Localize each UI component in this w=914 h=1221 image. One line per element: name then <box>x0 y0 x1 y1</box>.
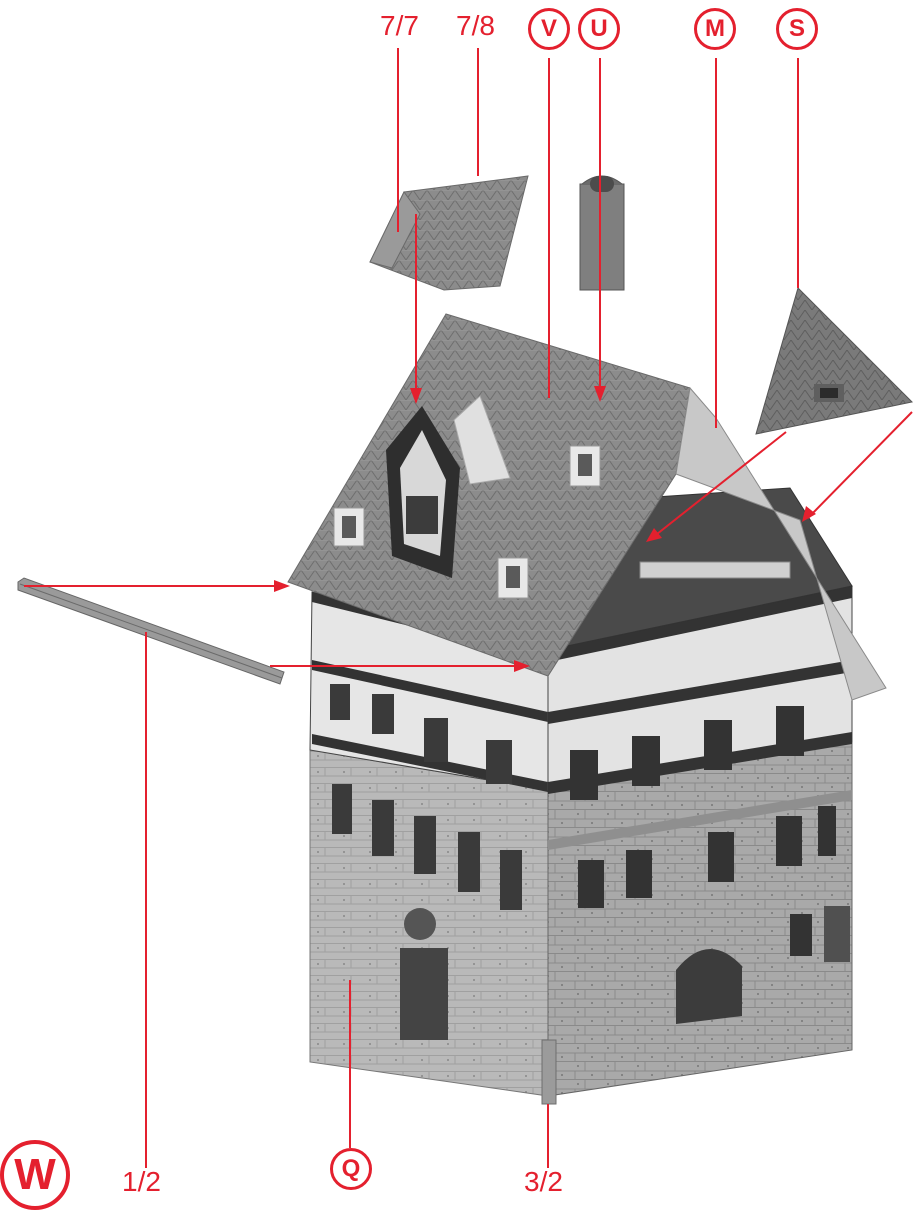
callout-m: M <box>694 8 736 50</box>
callout-u: U <box>578 8 620 50</box>
label-part-1-2: 1/2 <box>122 1168 161 1196</box>
label-part-3-2: 3/2 <box>524 1168 563 1196</box>
label-part-7-8: 7/8 <box>456 12 495 40</box>
callout-q: Q <box>330 1148 372 1190</box>
label-part-7-7: 7/7 <box>380 12 419 40</box>
chimney-part <box>580 176 624 290</box>
roof-part-s <box>756 288 912 434</box>
beam-part-1-2 <box>18 578 284 684</box>
roof-part-7-7-7-8 <box>370 176 528 290</box>
callout-s: S <box>776 8 818 50</box>
callout-w: W <box>0 1140 70 1210</box>
callout-v: V <box>528 8 570 50</box>
